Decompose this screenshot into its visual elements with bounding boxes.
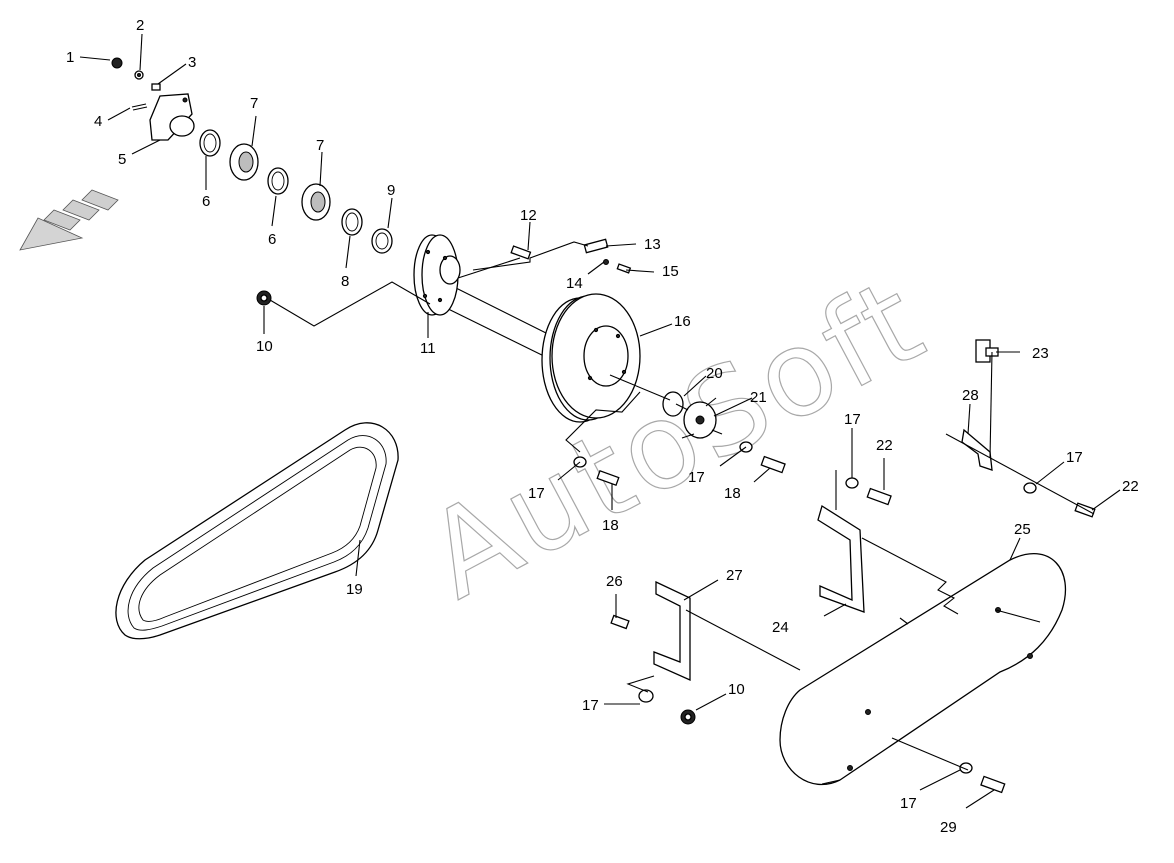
pulley [541, 293, 641, 423]
callout-label: 22 [1122, 478, 1139, 495]
callout-label: 17 [900, 795, 917, 812]
callout-label: 13 [644, 236, 661, 253]
callout-label: 8 [341, 273, 349, 290]
brackets [653, 428, 993, 682]
callout-label: 7 [316, 137, 324, 154]
callout-label: 29 [940, 819, 957, 836]
callout-label: 15 [662, 263, 679, 280]
callout-label: 27 [726, 567, 743, 584]
callout-label: 17 [688, 469, 705, 486]
callout-label: 1 [66, 49, 74, 66]
callout-label: 12 [520, 207, 537, 224]
fan-plate [675, 397, 723, 439]
callout-label: 25 [1014, 521, 1031, 538]
callout-labels: 1 2 3 4 5 6 6 7 7 8 9 10 11 12 13 14 15 … [66, 17, 1139, 836]
callout-label: 16 [674, 313, 691, 330]
callout-label: 6 [202, 193, 210, 210]
grease-fitting [975, 339, 999, 363]
v-belt [115, 422, 399, 640]
shaft-assembly [413, 234, 561, 361]
callout-label: 28 [962, 387, 979, 404]
callout-label: 4 [94, 113, 102, 130]
callout-label: 18 [724, 485, 741, 502]
callout-label: 22 [876, 437, 893, 454]
callout-label: 21 [750, 389, 767, 406]
callout-label: 5 [118, 151, 126, 168]
callout-label: 7 [250, 95, 258, 112]
callout-label: 10 [728, 681, 745, 698]
callout-label: 18 [602, 517, 619, 534]
callout-label: 2 [136, 17, 144, 34]
callout-label: 20 [706, 365, 723, 382]
leader-lines [79, 33, 1121, 809]
belt-guard [779, 553, 1067, 786]
callout-label: 6 [268, 231, 276, 248]
callout-label: 24 [772, 619, 789, 636]
watermark-text: AutoSoft [406, 250, 947, 625]
callout-label: 10 [256, 338, 273, 355]
callout-label: 11 [420, 340, 436, 357]
bearing-stack [111, 57, 393, 254]
callout-label: 17 [844, 411, 861, 428]
callout-label: 3 [188, 54, 196, 71]
callout-label: 9 [387, 182, 395, 199]
callout-label: 23 [1032, 345, 1049, 362]
callout-label: 14 [566, 275, 583, 292]
callout-label: 26 [606, 573, 623, 590]
callout-label: 17 [582, 697, 599, 714]
front-direction-arrow-icon [19, 189, 119, 251]
callout-label: 17 [528, 485, 545, 502]
callout-label: 19 [346, 581, 363, 598]
callout-label: 17 [1066, 449, 1083, 466]
